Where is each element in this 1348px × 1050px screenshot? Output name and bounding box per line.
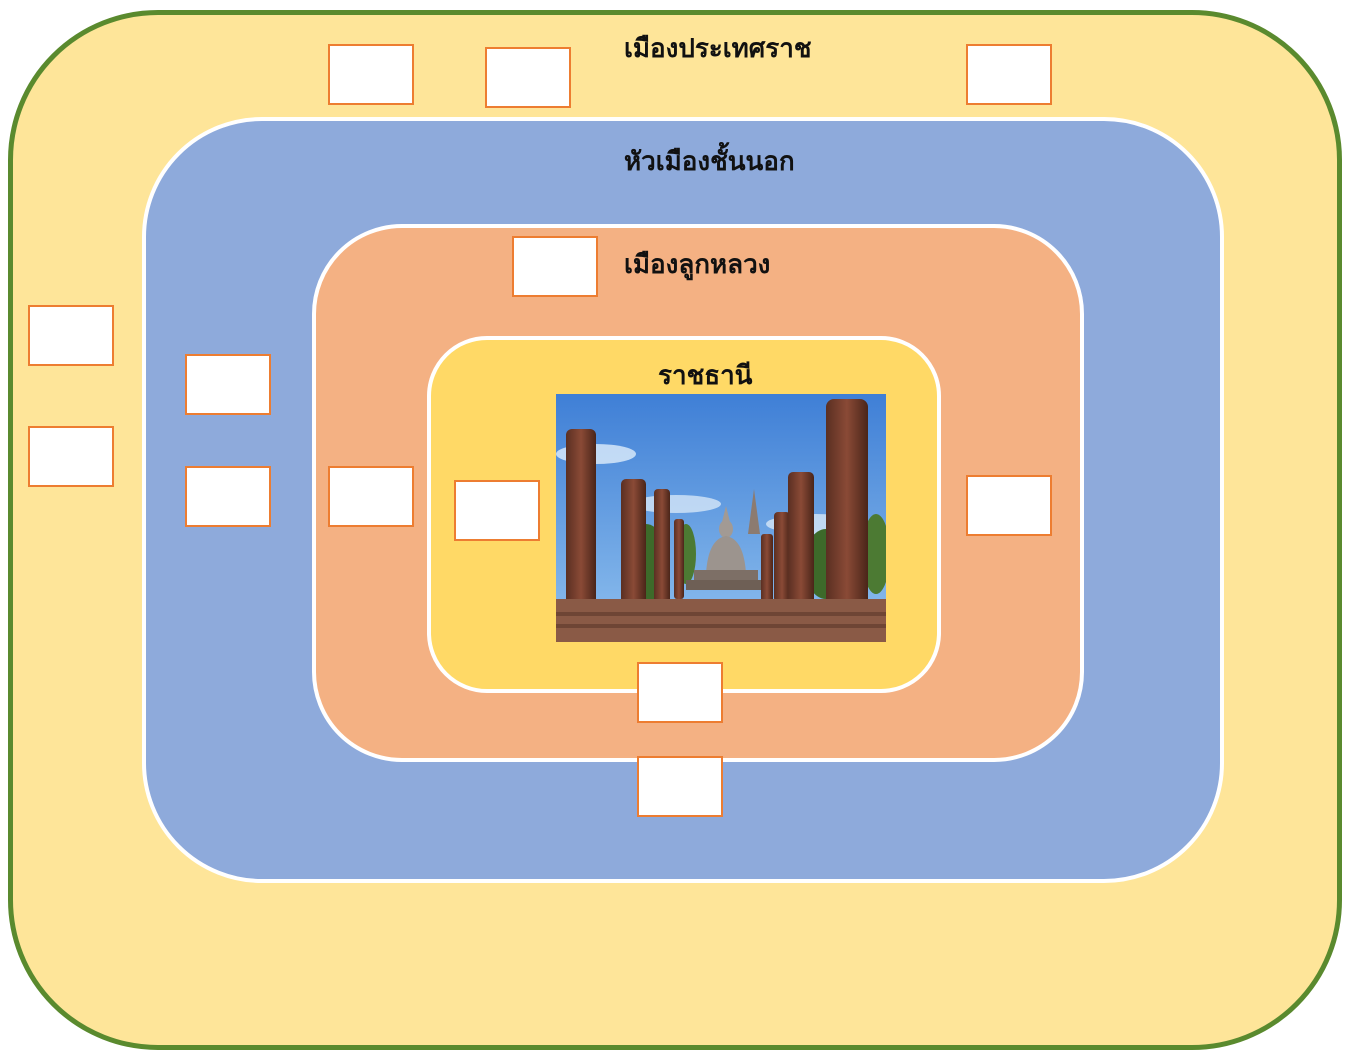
answer-box[interactable] (485, 47, 571, 108)
answer-box[interactable] (637, 662, 723, 723)
temple-ruins-illustration (556, 394, 886, 642)
answer-box[interactable] (328, 466, 414, 527)
label-huamuang-chan-nok: หัวเมืองชั้นนอก (624, 147, 795, 177)
answer-box[interactable] (966, 44, 1052, 105)
answer-box[interactable] (637, 756, 723, 817)
answer-box[interactable] (28, 426, 114, 487)
label-prathetsarat: เมืองประเทศราช (624, 34, 812, 64)
answer-box[interactable] (328, 44, 414, 105)
label-ratchathani: ราชธานี (658, 361, 753, 391)
answer-box[interactable] (185, 466, 271, 527)
temple-ruins-image (556, 394, 886, 642)
answer-box[interactable] (28, 305, 114, 366)
answer-box[interactable] (185, 354, 271, 415)
answer-box[interactable] (966, 475, 1052, 536)
answer-box[interactable] (512, 236, 598, 297)
answer-box[interactable] (454, 480, 540, 541)
label-muang-luk-luang: เมืองลูกหลวง (624, 250, 771, 280)
